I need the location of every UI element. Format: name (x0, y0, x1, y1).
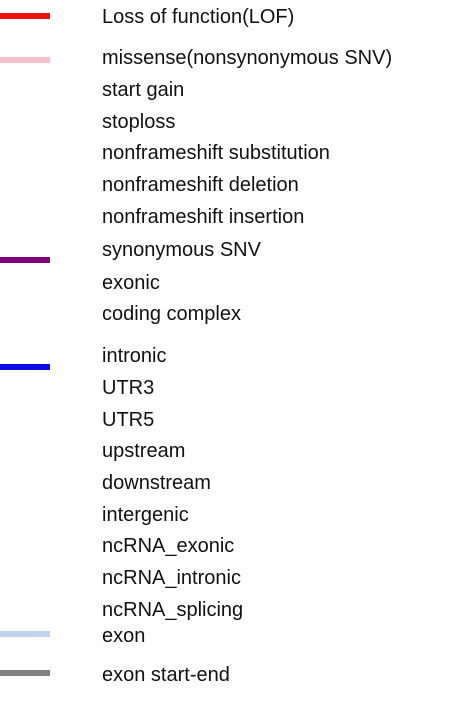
legend-label: nonframeshift deletion (102, 174, 299, 196)
legend-label: Loss of function(LOF) (102, 6, 295, 28)
legend-label: nonframeshift substitution (102, 142, 330, 164)
legend-swatch-missense (0, 57, 50, 63)
legend-label: downstream (102, 472, 211, 494)
legend-swatch-exon-start-end (0, 670, 50, 676)
legend-label: ncRNA_intronic (102, 567, 241, 589)
legend-label: ncRNA_splicing (102, 599, 244, 621)
legend-label: ncRNA_exonic (102, 535, 235, 557)
legend-swatch-lof (0, 13, 50, 19)
legend-label: nonframeshift insertion (102, 206, 305, 228)
legend-label: intergenic (102, 504, 189, 526)
legend-label: exon (102, 625, 146, 647)
legend-label: exon start-end (102, 664, 230, 686)
legend-label: intronic (102, 345, 167, 367)
legend-label: missense(nonsynonymous SNV) (102, 47, 393, 69)
legend-swatch-synonymous (0, 257, 50, 263)
legend-label: UTR5 (102, 409, 155, 431)
legend-label: synonymous SNV (102, 239, 261, 261)
legend-swatch-noncoding (0, 364, 50, 370)
legend-swatch-exon (0, 631, 50, 637)
legend-label: start gain (102, 79, 185, 101)
legend-label: coding complex (102, 303, 241, 325)
legend-label: UTR3 (102, 377, 155, 399)
legend-label: stoploss (102, 111, 176, 133)
legend-label: exonic (102, 272, 160, 294)
legend-label: upstream (102, 440, 186, 462)
